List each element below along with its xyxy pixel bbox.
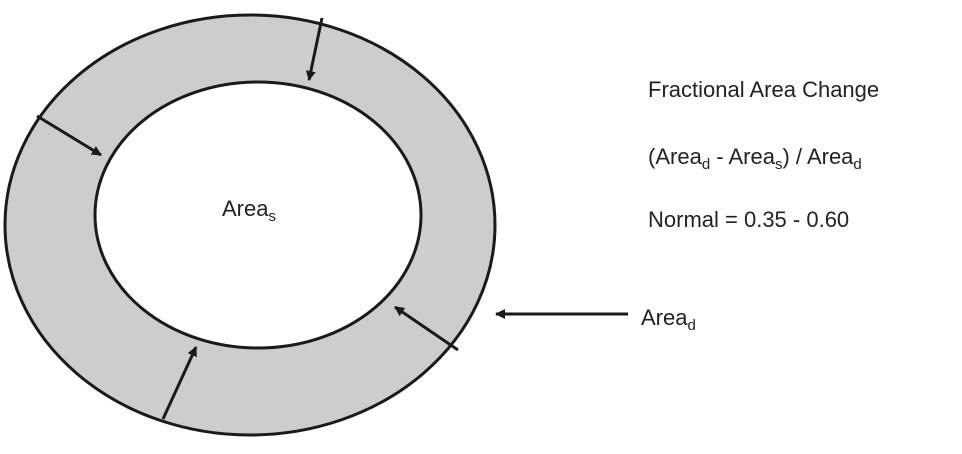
inner-cavity-ellipse (93, 80, 423, 350)
formula-term-3-sub: d (853, 156, 862, 173)
formula-close-divide: ) / (782, 144, 807, 169)
fac-formula: (Aread - Areas) / Aread (648, 144, 862, 173)
formula-term-2: Area (728, 144, 775, 169)
outer-area-label-sub: d (687, 317, 696, 334)
formula-minus: - (710, 144, 729, 169)
fractional-area-change-title: Fractional Area Change (648, 77, 880, 102)
formula-term-2-sub: s (774, 156, 783, 173)
inner-area-label: Areas (222, 196, 276, 225)
inner-area-label-base: Area (222, 196, 269, 221)
inner-area-label-sub: s (268, 208, 276, 225)
inward-arrow-bottom (161, 346, 198, 420)
outer-area-label-base: Area (641, 305, 688, 330)
formula-term-3: Area (806, 144, 854, 169)
normal-range-text: Normal = 0.35 - 0.60 (648, 207, 850, 232)
formula-term-1-sub: d (701, 156, 711, 173)
inward-arrow-left (36, 114, 102, 157)
outer-area-label: Aread (641, 305, 696, 334)
inward-arrow-right (394, 305, 459, 352)
formula-open: ( (648, 144, 656, 169)
inward-arrow-top (305, 17, 324, 81)
formula-term-1: Area (655, 144, 702, 169)
